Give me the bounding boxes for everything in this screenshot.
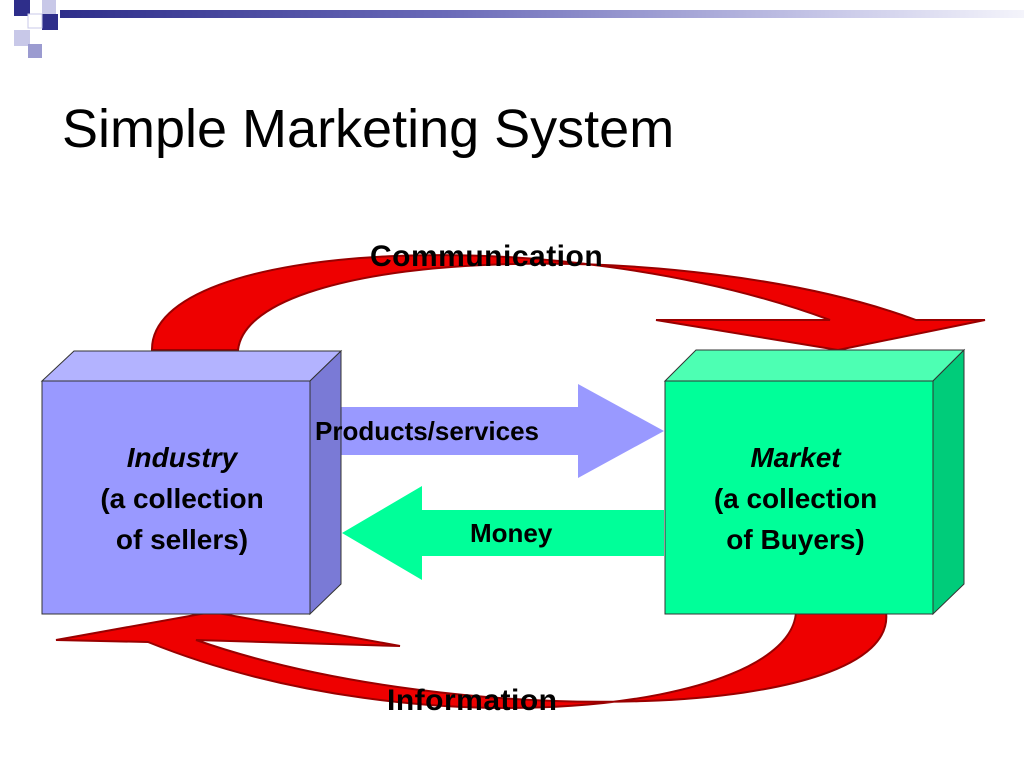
corner-square: [14, 30, 30, 46]
market-box-front: [664, 380, 934, 615]
market-text: Market (a collection of Buyers): [658, 437, 933, 560]
slide-title: Simple Marketing System: [62, 99, 675, 159]
industry-title: Industry: [126, 442, 238, 473]
market-box-side: [932, 348, 965, 616]
corner-square: [27, 13, 43, 29]
products-services-label: Products/services: [315, 416, 540, 446]
industry-box-front: [41, 380, 311, 615]
industry-text: Industry (a collection of sellers): [42, 437, 322, 560]
money-label: Money: [470, 518, 553, 548]
corner-square: [28, 44, 42, 58]
corner-decoration: [14, 0, 58, 58]
market-line1: (a collection: [713, 483, 878, 514]
title-bar: [60, 10, 1024, 18]
industry-box: [40, 349, 343, 616]
market-box-top: [663, 349, 966, 382]
corner-square: [14, 0, 30, 16]
information-label: Information: [387, 684, 558, 717]
industry-line2: of sellers): [115, 524, 249, 555]
market-line2: of Buyers): [726, 524, 865, 555]
industry-line1: (a collection: [100, 483, 264, 514]
industry-box-top: [40, 350, 343, 382]
communication-label: Communication: [370, 240, 604, 273]
products-arrow: [316, 384, 664, 478]
corner-square: [42, 14, 58, 30]
money-arrow: [342, 486, 664, 580]
communication-arrow: [150, 254, 986, 352]
market-box: [663, 348, 966, 616]
corner-square: [42, 0, 56, 14]
market-title: Market: [750, 442, 841, 473]
